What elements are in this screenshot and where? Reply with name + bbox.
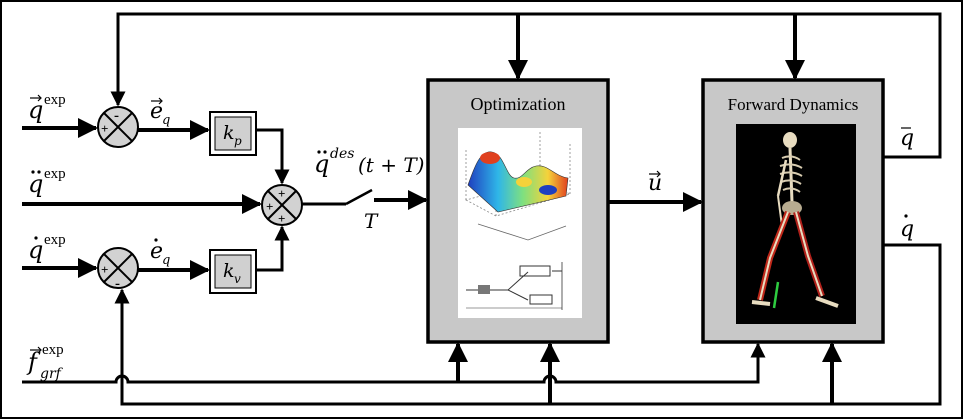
svg-text:q: q [162,253,170,268]
label-edot-q: e q [150,238,170,268]
svg-text:exp: exp [44,232,66,248]
skeleton-walking-icon [751,132,839,309]
label-q-exp: q exp [28,92,66,124]
svg-text:q: q [28,96,43,124]
svg-text:q: q [900,217,914,242]
gain-kp-label: k [223,122,235,144]
svg-text:q: q [314,150,329,178]
label-switch-t: T [364,209,379,233]
label-qddot-exp: q exp [28,166,66,198]
sum-sign-top-left: + [101,121,108,136]
label-qdot-out: q [900,214,914,242]
sum-sign-mid-top: + [278,186,285,201]
gain-kp-sub: p [234,134,242,148]
sum-sign-bottom-bottom: - [115,276,120,292]
sum-sign-top-right: - [114,108,119,124]
label-e-q: e q [150,97,170,128]
svg-text:grf: grf [40,366,64,382]
label-f-grf-exp: f grf exp [26,342,64,382]
label-qdot-exp: q exp [28,232,66,264]
svg-text:e: e [150,99,163,124]
gain-block-kp: k p [209,111,257,156]
sampling-switch [345,188,373,206]
label-u: u [648,170,662,196]
svg-text:des: des [330,146,354,162]
sum-sign-mid-bottom: + [278,211,285,226]
forward-dynamics-title: Forward Dynamics [728,95,859,114]
gain-block-kv: k v [209,249,257,294]
svg-text:(t + T): (t + T) [358,153,424,177]
svg-text:e: e [150,239,163,264]
svg-text:q: q [28,236,43,264]
gain-kv-label: k [223,260,235,282]
forward-dynamics-block: Forward Dynamics [701,78,885,344]
sum-junction-velocity: + - [97,247,139,292]
svg-text:u: u [648,171,662,196]
skeleton-figure [736,124,856,324]
gain-kv-sub: v [234,272,241,286]
svg-text:exp: exp [42,342,64,358]
label-q-des: q des (t + T) [314,146,424,178]
svg-text:q: q [162,113,170,128]
spring-damper-icon [466,262,563,310]
sum-junction-acceleration: + + + [261,184,303,226]
sum-junction-position: + - [97,106,139,148]
surface-plot-icon [464,132,572,241]
sum-sign-bottom-left: + [101,262,108,277]
svg-text:exp: exp [44,92,66,108]
sum-sign-mid-left: + [266,199,273,214]
svg-text:exp: exp [44,166,66,182]
optimization-title: Optimization [471,94,566,114]
svg-text:q: q [900,126,914,151]
svg-text:q: q [28,170,43,198]
label-q-out: q [900,126,914,151]
optimization-block: Optimization [426,78,610,344]
